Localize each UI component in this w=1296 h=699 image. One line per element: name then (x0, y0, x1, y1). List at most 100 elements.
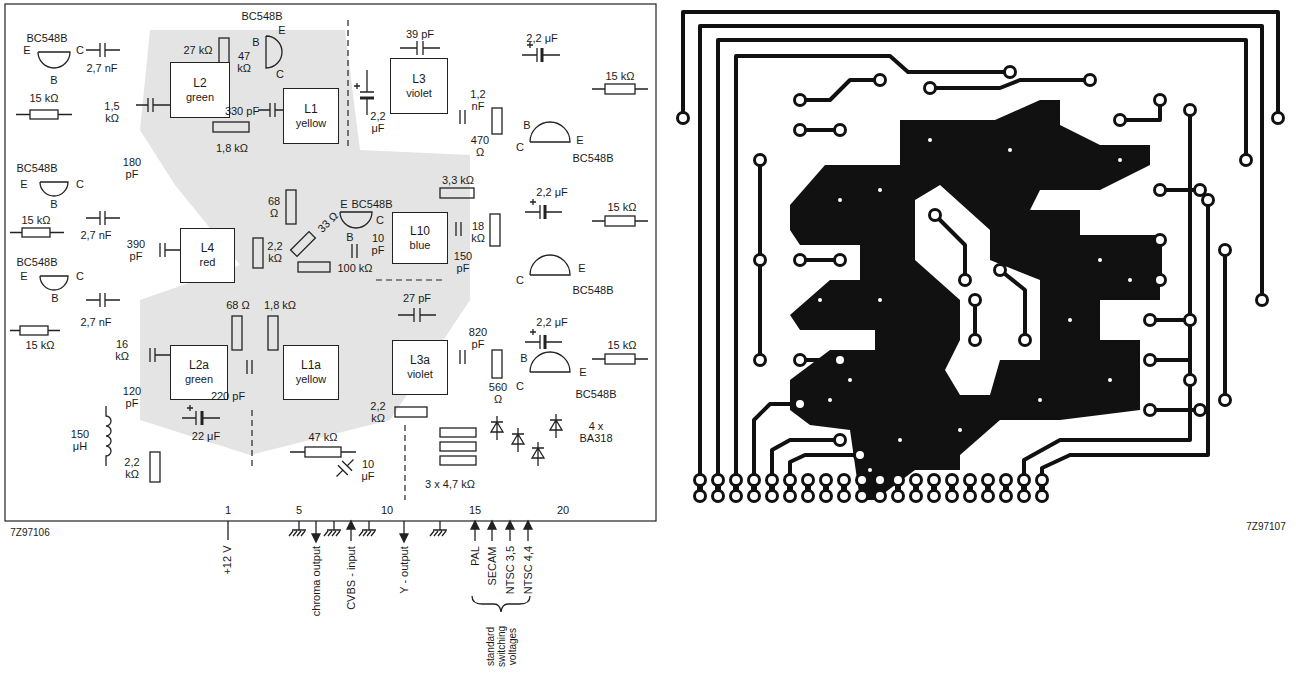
capacitor-value: 2,7 nF (80, 229, 111, 241)
resistor-value: 15 kΩ (29, 92, 58, 104)
transistor-pin: E (20, 178, 27, 190)
capacitor-value: 180 pF (121, 156, 143, 180)
transistor-pin: E (579, 366, 586, 378)
pcb-artwork (678, 12, 1284, 502)
coil-name: L4 (201, 242, 214, 256)
resistor-value: 15 kΩ (21, 214, 50, 226)
coil-box: L1ayellow (283, 345, 339, 400)
transistor-pin: C (76, 44, 84, 56)
part-type: BC548B (576, 388, 617, 400)
transistor-pin: C (516, 274, 524, 286)
transistor-pin: C (76, 178, 84, 190)
coil-box: L4red (180, 228, 235, 283)
grey-shading (140, 30, 470, 455)
capacitor-value: 2,2 μF (367, 110, 389, 134)
transistor-pin: E (278, 24, 285, 36)
resistor-value: 15 kΩ (607, 201, 636, 213)
resistor-value: 1,8 kΩ (264, 299, 296, 311)
capacitor-value: 1,2 nF (467, 88, 489, 112)
coil-box: L3violet (390, 58, 448, 114)
pin-number: 5 (296, 504, 302, 516)
resistor-value: 3 x 4,7 kΩ (425, 478, 475, 490)
resistor-value: 27 kΩ (183, 44, 212, 56)
part-type: BC548B (17, 162, 58, 174)
signal-name: PAL (469, 546, 481, 566)
resistor-value: 560 Ω (487, 381, 509, 405)
signal-name: SECAM (486, 546, 498, 585)
coil-colour: violet (406, 87, 432, 100)
pin-number: 15 (469, 504, 481, 516)
transistor-pin: E (576, 134, 583, 146)
transistor-pin: C (376, 214, 384, 226)
capacitor-value: 2,2 μF (536, 316, 567, 328)
capacitor-value: 22 μF (192, 430, 220, 442)
capacitor-value: 10 μF (358, 458, 378, 482)
transistor-pin: B (346, 231, 353, 243)
coil-colour: blue (410, 239, 431, 252)
transistor-pin: C (516, 141, 524, 153)
part-type: BC548B (242, 10, 283, 22)
coil-colour: red (200, 256, 216, 269)
transistor-pin: E (20, 270, 27, 282)
resistor-value: 47 kΩ (234, 50, 254, 74)
capacitor-value: 120 pF (121, 385, 143, 409)
resistor-value: 15 kΩ (25, 339, 54, 351)
pin-connections (228, 521, 532, 612)
transistor-pin: B (50, 74, 57, 86)
coil-name: L3 (412, 73, 425, 87)
transistor-pin: E (340, 198, 347, 210)
resistor-value: 16 kΩ (112, 338, 132, 362)
resistor-value: 470 Ω (469, 134, 491, 158)
coil-name: L1a (301, 359, 321, 373)
signal-name: Y - output (398, 546, 410, 594)
transistor-pin: C (276, 68, 284, 80)
resistor-value: 2,2 kΩ (264, 240, 286, 264)
capacitor-value: 39 pF (406, 28, 434, 40)
resistor-value: 2,2 kΩ (367, 400, 389, 424)
drawing-number: 7Z97106 (10, 527, 49, 538)
part-type: BC548B (352, 198, 393, 210)
resistor-value: 1,5 kΩ (101, 100, 123, 124)
coil-colour: green (185, 373, 213, 386)
part-type: BC548B (573, 284, 614, 296)
part-type: BC548B (27, 32, 68, 44)
board-outline (5, 4, 656, 521)
signal-name: NTSC 4,4 (522, 546, 534, 594)
signal-name: +12 V (222, 546, 234, 575)
transistor-pin: E (578, 262, 585, 274)
part-type: BC548B (573, 152, 614, 164)
coil-colour: yellow (296, 373, 327, 386)
capacitor-value: 220 pF (211, 390, 245, 402)
resistor-value: 3,3 kΩ (442, 174, 474, 186)
part-type: BC548B (17, 256, 58, 268)
drawing-number: 7Z97107 (1246, 521, 1285, 532)
coil-box: L1yellow (283, 88, 339, 144)
coil-name: L3a (410, 354, 430, 368)
coil-name: L10 (410, 225, 430, 239)
transistor-pin: B (252, 36, 259, 48)
transistor-pin: B (51, 292, 58, 304)
resistor-value: 47 kΩ (308, 431, 337, 443)
transistor-pin: C (76, 270, 84, 282)
resistor-value: 100 kΩ (337, 262, 372, 274)
pin-number: 1 (225, 504, 231, 516)
transistor-pin: E (23, 44, 30, 56)
resistor-value: 1,8 kΩ (216, 142, 248, 154)
signal-name: chroma output (310, 546, 322, 616)
signal-name: CVBS - input (345, 546, 357, 610)
resistor-value: 18 kΩ (467, 220, 489, 244)
capacitor-value: 10 pF (368, 232, 388, 256)
capacitor-value: 330 pF (225, 105, 259, 117)
coil-name: L2a (189, 359, 209, 373)
coil-box: L2green (170, 62, 230, 118)
coil-box: L10blue (392, 212, 448, 264)
coil-colour: yellow (296, 117, 327, 130)
capacitor-value: 390 pF (125, 238, 147, 262)
signal-name: standard switching voltages (485, 618, 518, 674)
capacitor-value: 2,7 nF (80, 316, 111, 328)
transistor-pin: C (516, 380, 524, 392)
coil-box: L3aviolet (392, 340, 448, 395)
capacitor-value: 820 pF (467, 326, 489, 350)
coil-name: L1 (304, 103, 317, 117)
